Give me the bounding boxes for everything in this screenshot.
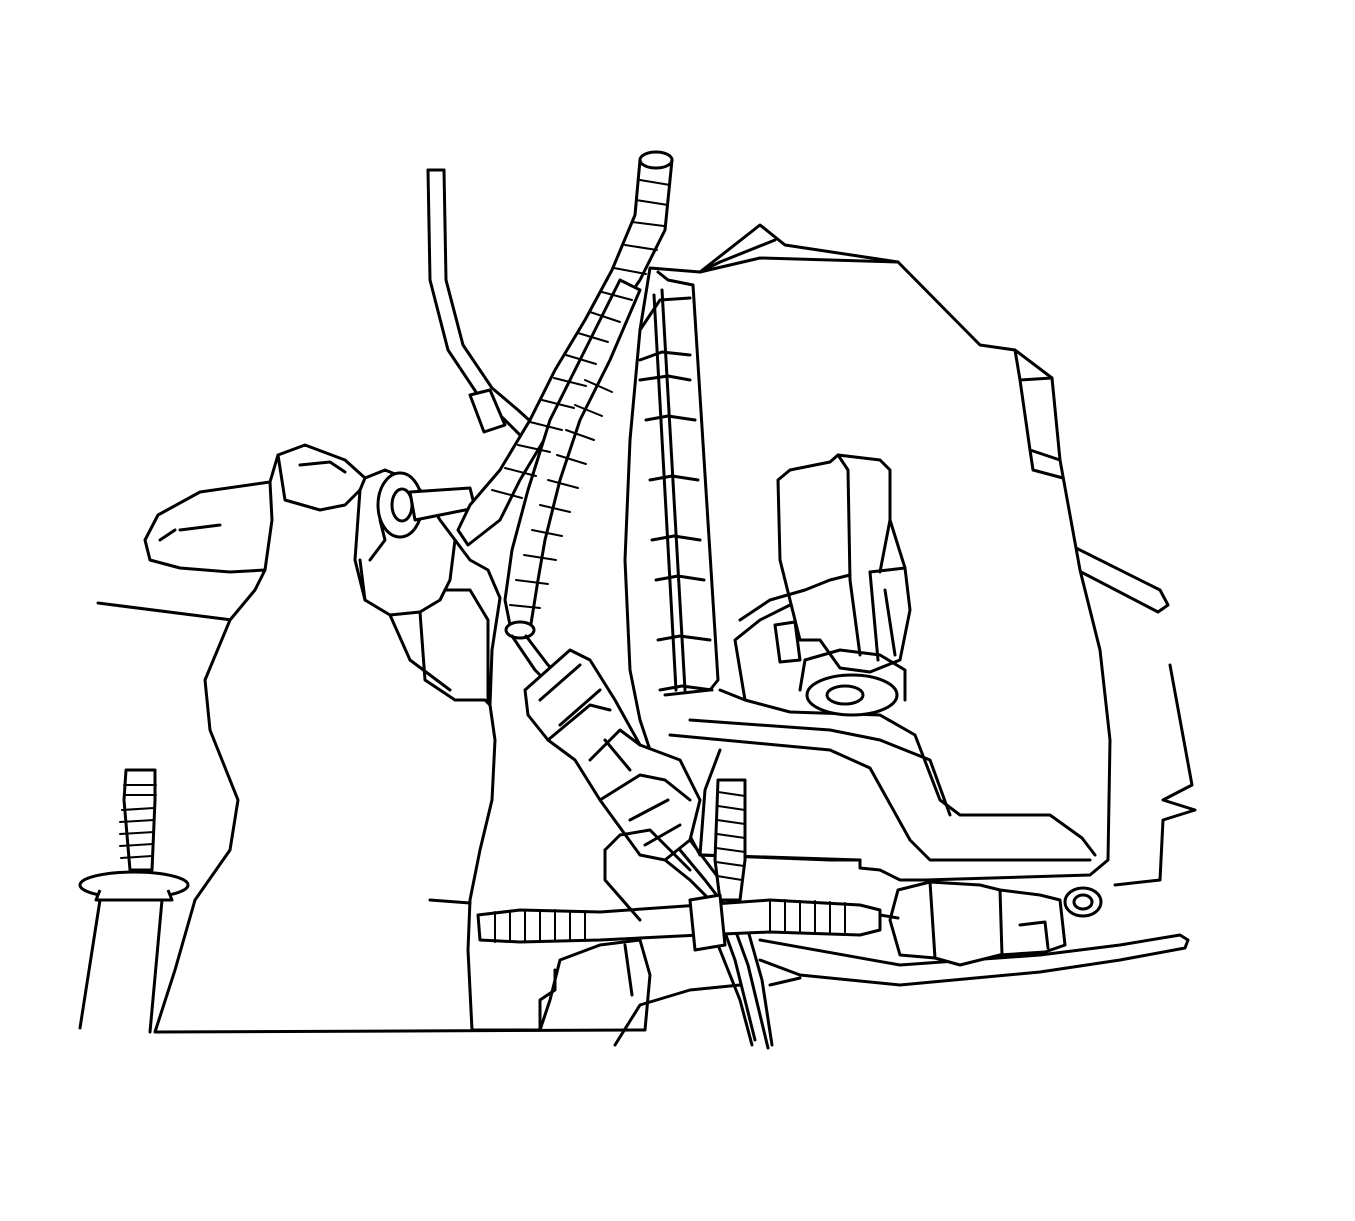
background-lines	[96, 538, 1197, 887]
floor-line	[428, 898, 472, 905]
wire	[426, 168, 542, 447]
vertical-conduit	[713, 778, 747, 902]
lower-harness	[476, 828, 1190, 1047]
hand	[143, 443, 652, 1034]
electrical-connector	[523, 648, 702, 862]
wiring-harness-conduit	[456, 150, 674, 640]
lower-connector	[878, 880, 1103, 967]
stud-bolt	[78, 768, 190, 1034]
fastener-tool	[376, 471, 477, 539]
module-connector-socket	[738, 453, 912, 717]
